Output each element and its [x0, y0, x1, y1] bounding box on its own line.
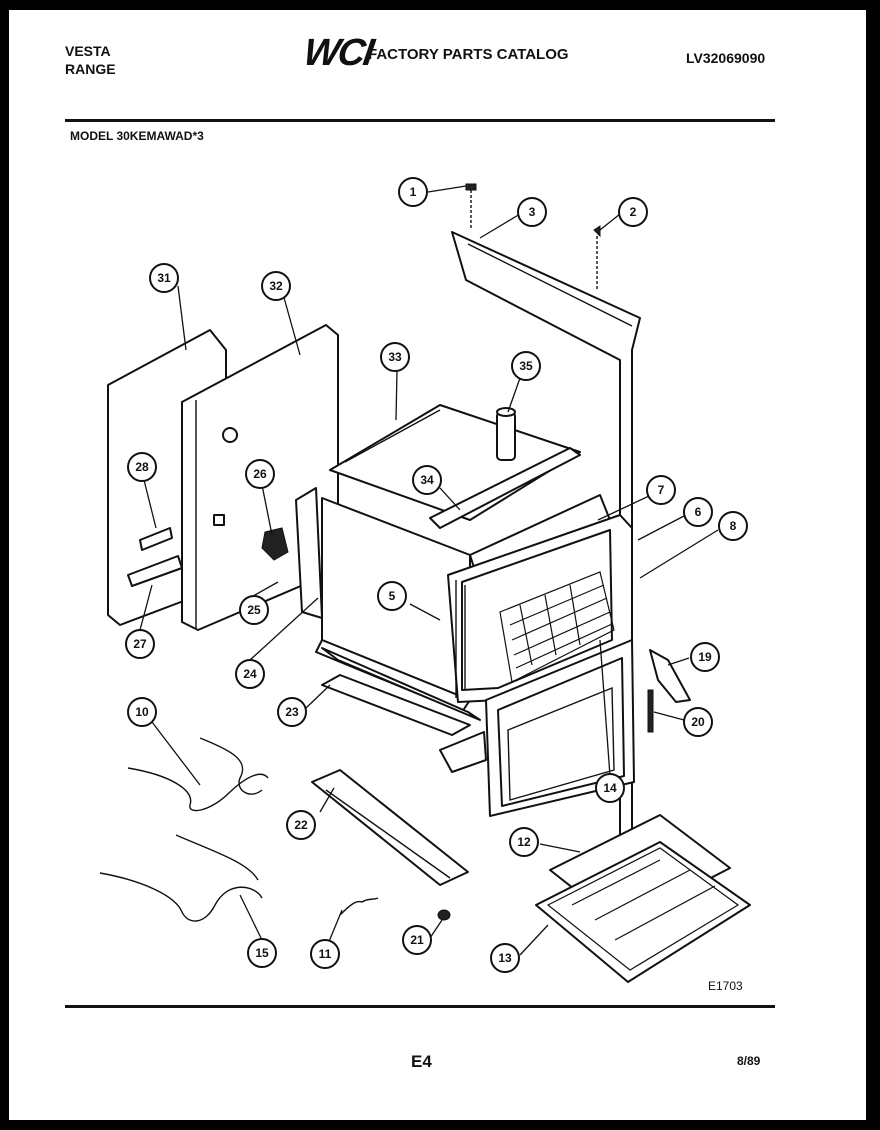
svg-text:25: 25 — [247, 603, 261, 617]
svg-text:22: 22 — [294, 818, 308, 832]
svg-text:21: 21 — [410, 933, 424, 947]
svg-text:12: 12 — [517, 835, 531, 849]
model-number: MODEL 30KEMAWAD*3 — [70, 129, 204, 143]
callout-5: 5 — [377, 581, 407, 611]
part-door-hinge — [647, 649, 691, 733]
svg-text:31: 31 — [157, 271, 171, 285]
callout-8: 8 — [718, 511, 748, 541]
part-fasteners — [465, 183, 601, 290]
part-broil-element — [99, 834, 263, 922]
part-oven-rack — [499, 571, 615, 683]
callout-32: 32 — [261, 271, 291, 301]
svg-text:14: 14 — [603, 781, 617, 795]
part-storage-drawer — [311, 769, 469, 921]
svg-text:3: 3 — [529, 205, 536, 219]
svg-text:35: 35 — [519, 359, 533, 373]
diagram-id: E1703 — [708, 979, 743, 993]
callout-1: 1 — [398, 177, 428, 207]
svg-text:13: 13 — [498, 951, 512, 965]
callout-11: 11 — [310, 939, 340, 969]
svg-text:11: 11 — [319, 947, 332, 961]
callout-7: 7 — [646, 475, 676, 505]
callout-6: 6 — [683, 497, 713, 527]
callout-14: 14 — [595, 773, 625, 803]
part-bake-element — [127, 737, 269, 812]
footer-rule — [65, 1005, 775, 1008]
callout-27: 27 — [125, 629, 155, 659]
svg-text:6: 6 — [695, 505, 702, 519]
callout-25: 25 — [239, 595, 269, 625]
svg-text:20: 20 — [691, 715, 705, 729]
brand-name: VESTA — [65, 43, 111, 59]
callout-28: 28 — [127, 452, 157, 482]
svg-text:28: 28 — [135, 460, 149, 474]
svg-text:32: 32 — [269, 279, 283, 293]
callout-23: 23 — [277, 697, 307, 727]
callout-3: 3 — [517, 197, 547, 227]
part-oven-door — [485, 639, 635, 817]
catalog-date: 8/89 — [737, 1054, 761, 1068]
brand-block: VESTA RANGE — [65, 42, 116, 78]
svg-text:8: 8 — [730, 519, 737, 533]
callout-10: 10 — [127, 697, 157, 727]
callout-31: 31 — [149, 263, 179, 293]
svg-text:15: 15 — [255, 946, 269, 960]
callout-35: 35 — [511, 351, 541, 381]
leader-lines — [139, 185, 719, 956]
callout-33: 33 — [380, 342, 410, 372]
svg-text:33: 33 — [388, 350, 402, 364]
part-wire-harness — [339, 897, 379, 916]
svg-text:26: 26 — [253, 467, 267, 481]
svg-text:7: 7 — [658, 483, 665, 497]
svg-text:23: 23 — [285, 705, 299, 719]
callout-26: 26 — [245, 459, 275, 489]
svg-text:19: 19 — [698, 650, 712, 664]
callout-13: 13 — [490, 943, 520, 973]
svg-text:2: 2 — [630, 205, 637, 219]
callout-19: 19 — [690, 642, 720, 672]
svg-text:10: 10 — [135, 705, 149, 719]
svg-text:1: 1 — [410, 185, 417, 199]
callout-34: 34 — [412, 465, 442, 495]
svg-text:24: 24 — [243, 667, 257, 681]
catalog-number: LV32069090 — [686, 50, 766, 66]
callout-12: 12 — [509, 827, 539, 857]
callout-15: 15 — [247, 938, 277, 968]
header-rule — [65, 119, 775, 122]
callout-24: 24 — [235, 659, 265, 689]
svg-text:27: 27 — [133, 637, 147, 651]
part-vent-duct — [429, 407, 581, 529]
page-number: E4 — [411, 1052, 432, 1071]
svg-text:5: 5 — [389, 589, 396, 603]
part-broiler-pan — [535, 814, 751, 983]
catalog-title: FACTORY PARTS CATALOG — [368, 46, 569, 63]
callout-20: 20 — [683, 707, 713, 737]
part-bottom-panels — [321, 647, 487, 773]
svg-text:34: 34 — [420, 473, 434, 487]
callout-21: 21 — [402, 925, 432, 955]
product-type: RANGE — [65, 61, 116, 77]
callout-22: 22 — [286, 810, 316, 840]
callout-2: 2 — [618, 197, 648, 227]
